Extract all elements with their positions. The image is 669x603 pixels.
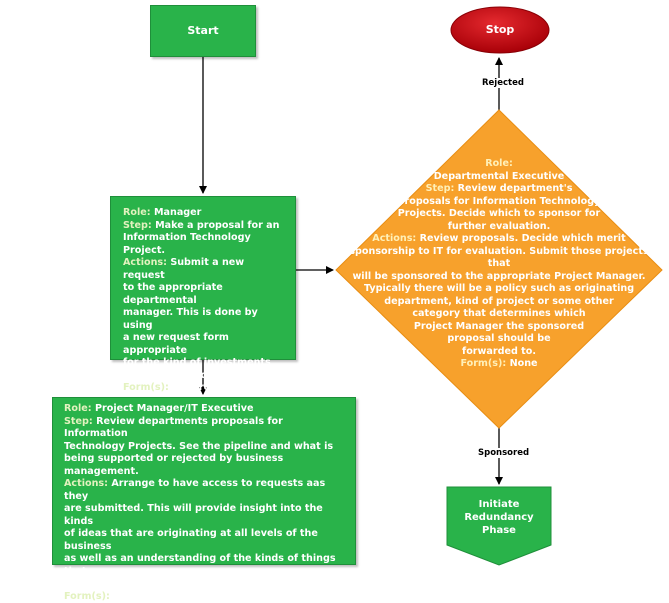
exec-step-line: proposals for Information Technology — [397, 195, 601, 207]
exec-action-line: proposal should be — [447, 333, 551, 344]
manager-forms: New request — [172, 382, 241, 393]
pm-action-line: are submitted. This will provide insight… — [64, 503, 323, 527]
stop-terminator[interactable]: Stop — [450, 6, 550, 54]
exec-step-line: Projects. Decide which to sponsor for — [397, 208, 601, 219]
pm-step-line: being supported or rejected by business — [64, 453, 284, 464]
exec-action-line: Review proposals. Decide which merit — [419, 233, 626, 244]
initiate-line: Redundancy — [464, 512, 534, 523]
initiate-phase-node[interactable]: Initiate Redundancy Phase — [447, 498, 551, 537]
exec-action-line: will be sponsored to the appropriate Pro… — [352, 270, 646, 282]
exec-forms-label: Form(s): — [460, 358, 507, 369]
pm-forms-label: Form(s): — [64, 590, 110, 602]
flow-connectors — [199, 6, 663, 566]
manager-forms-label: Form(s): — [123, 382, 169, 393]
exec-step-label: Step: — [425, 183, 455, 194]
pm-action-line: as well as an understanding of the kinds… — [64, 553, 336, 577]
pm-action-line: are receiving executive support. — [64, 578, 240, 589]
exec-action-line: Typically there will be a policy such as… — [363, 283, 635, 294]
pm-role-label: Role: — [64, 403, 92, 414]
manager-step-line: Information Technology Project. — [123, 232, 251, 256]
initiate-line: Initiate — [478, 499, 520, 510]
manager-actions-label: Actions: — [123, 257, 167, 268]
decision-diamond-shape — [335, 109, 663, 429]
manager-step-line: Make a proposal for an — [155, 219, 280, 231]
exec-step-line: Review department's — [457, 183, 573, 194]
exec-action-line: sponsorship to IT for evaluation. Submit… — [349, 245, 649, 270]
stop-terminator-shape — [450, 6, 550, 54]
start-box[interactable]: Start — [150, 5, 256, 57]
start-label: Start — [187, 23, 219, 37]
pm-step-line: Technology Projects. See the pipeline an… — [64, 440, 334, 452]
pm-action-line: of ideas that are originating at all lev… — [64, 528, 318, 552]
manager-action-line: manager. This is done by using — [123, 307, 258, 331]
exec-action-line: department, kind of project or some othe… — [384, 295, 614, 307]
manager-action-line: a new request form appropriate — [123, 332, 229, 356]
exec-action-line: forwarded to. — [462, 345, 536, 357]
manager-role: Manager — [153, 207, 202, 218]
pm-role: Project Manager/IT Executive — [94, 403, 254, 414]
manager-action-line: Submit a new request — [123, 257, 245, 281]
exec-role: Departmental Executive — [433, 170, 565, 182]
manager-step-box[interactable]: Role: Manager Step: Make a proposal for … — [110, 196, 296, 393]
exec-role-label: Role: — [485, 158, 513, 169]
exec-step-line: further evaluation. — [447, 220, 551, 232]
edge-label-sponsored: Sponsored — [476, 448, 532, 458]
pm-forms: None — [113, 590, 142, 602]
pm-action-line: Arrange to have access to requests aas t… — [64, 478, 326, 502]
exec-action-line: category that determines which — [412, 308, 586, 319]
stop-label: Stop — [485, 22, 515, 36]
edge-label-rejected: Rejected — [480, 78, 526, 88]
exec-forms: None — [509, 358, 538, 369]
pm-step-label: Step: — [64, 415, 93, 427]
pm-actions-label: Actions: — [64, 478, 108, 489]
pm-step-line: Review departments proposals for Informa… — [64, 415, 283, 440]
exec-actions-label: Actions: — [372, 233, 417, 244]
exec-decision-text[interactable]: Role: Departmental Executive Step: Revie… — [338, 158, 660, 371]
pm-step-box[interactable]: Role: Project Manager/IT Executive Step:… — [52, 397, 356, 602]
pm-step-line: management. — [64, 465, 139, 477]
initiate-line: Phase — [482, 525, 516, 536]
manager-step-label: Step: — [123, 219, 152, 231]
manager-action-line: to the appropriate departmental — [123, 282, 223, 306]
manager-role-label: Role: — [123, 207, 151, 218]
manager-action-line: for the kind of investments — [123, 357, 271, 368]
exec-action-line: Project Manager the sponsored — [413, 320, 585, 332]
initiate-phase-shape — [446, 486, 552, 566]
manager-action-line: being proposed. — [123, 369, 212, 381]
